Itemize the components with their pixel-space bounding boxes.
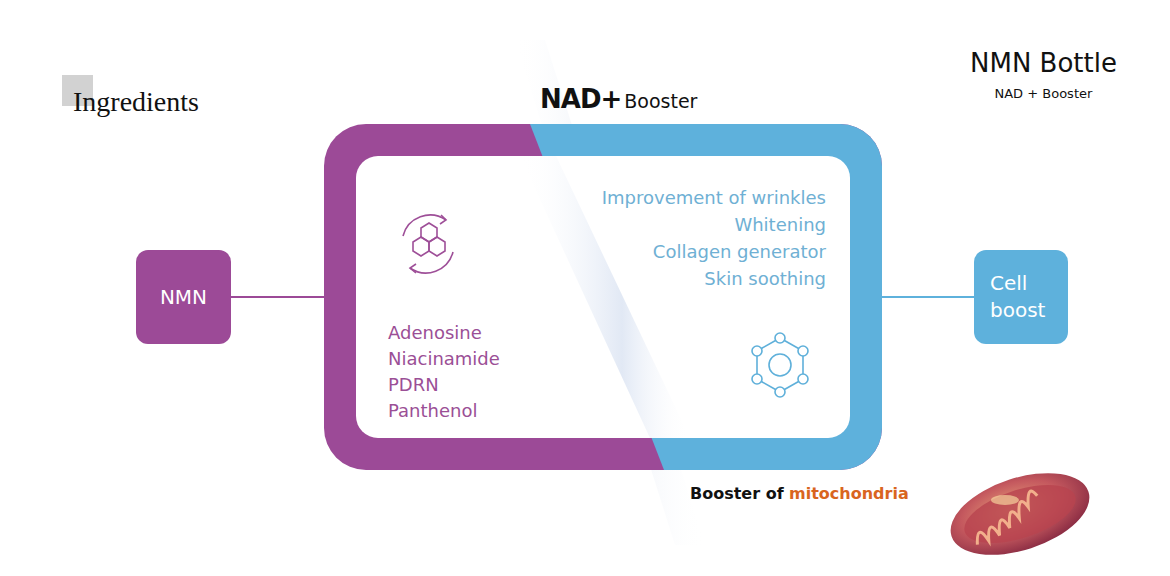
connector-line bbox=[231, 297, 324, 298]
result-box: Cell boost bbox=[974, 250, 1068, 344]
caption-highlight: mitochondria bbox=[789, 484, 909, 503]
product-name: NMN Bottle bbox=[970, 48, 1117, 78]
product-subtitle: NAD + Booster bbox=[995, 86, 1093, 101]
section-title: Ingredients bbox=[73, 86, 199, 118]
source-box: NMN bbox=[136, 250, 231, 344]
connector-line bbox=[882, 297, 974, 298]
benefit-item: Improvement of wrinkles bbox=[602, 184, 826, 211]
box-text: NMN bbox=[160, 284, 207, 311]
benefit-item: Whitening bbox=[602, 211, 826, 238]
booster-frame: NAD+BoosterAdenosineNiacinamidePDRNPanth… bbox=[324, 124, 882, 470]
benefit-item: Skin soothing bbox=[602, 265, 826, 292]
ingredient-item: Niacinamide bbox=[388, 346, 500, 372]
box-text: Cell boost bbox=[990, 270, 1052, 324]
mitochondria-illustration bbox=[940, 458, 1099, 571]
ingredient-item: Adenosine bbox=[388, 320, 500, 346]
frame-heading: NAD+Booster bbox=[540, 84, 697, 114]
ingredient-item: PDRN bbox=[388, 372, 500, 398]
ingredient-item: Panthenol bbox=[388, 398, 500, 424]
heading-text: Booster bbox=[624, 90, 697, 112]
benefit-item: Collagen generator bbox=[602, 238, 826, 265]
ingredient-list: AdenosineNiacinamidePDRNPanthenol bbox=[388, 320, 500, 424]
caption-text: Booster of bbox=[690, 484, 784, 503]
heading-bold: NAD+ bbox=[540, 84, 621, 114]
benefit-list: Improvement of wrinklesWhiteningCollagen… bbox=[602, 184, 826, 292]
